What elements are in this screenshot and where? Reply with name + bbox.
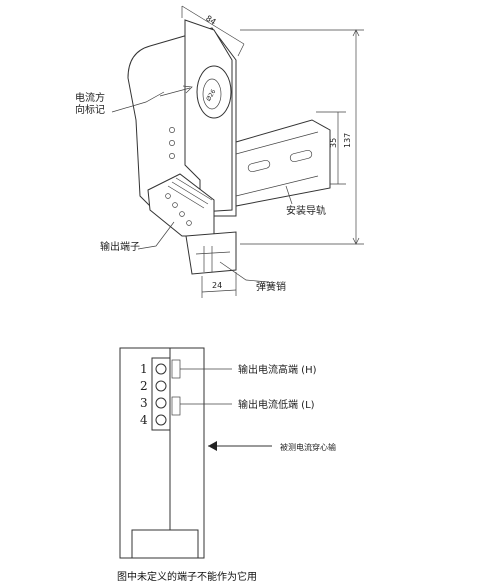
indicator-circle-1: [169, 127, 175, 133]
label-wire: 被测电流穿心输: [280, 442, 336, 452]
terminal-ridges: [167, 177, 213, 209]
dim-ext-bottom: [201, 272, 237, 298]
label-rail: 安装导轨: [286, 204, 326, 217]
through-hole-inner: [202, 78, 222, 110]
pin-number-3: 3: [140, 396, 148, 410]
dim-ext-height: [240, 29, 364, 245]
dim-ext-width: [181, 6, 245, 57]
pin-number-4: 4: [140, 413, 148, 427]
dim-line-bottom: [201, 289, 237, 293]
terminal-circle-1: [155, 363, 167, 375]
direction-arrow-head: [182, 85, 193, 94]
terminal-circle-2: [155, 380, 167, 392]
pin-number-1: 1: [140, 362, 148, 376]
label-low: 输出电流低端 (L): [238, 398, 315, 411]
terminal-stack: [151, 357, 171, 431]
terminal-circle-4: [155, 414, 167, 426]
label-high: 输出电流高端 (H): [238, 363, 317, 376]
pin-number-2: 2: [140, 379, 148, 393]
terminal-screw-1: [165, 193, 171, 199]
rail-slot-1: [247, 159, 271, 173]
label-direction-line2: 向标记: [75, 103, 105, 116]
terminal-screw-3: [179, 211, 185, 217]
label-terminal: 输出端子: [100, 240, 140, 253]
leader-terminal: [137, 221, 175, 250]
indicator-circle-3: [169, 153, 175, 159]
dim-ext-rail: [316, 111, 346, 185]
sensor-isometric-drawing: 84 Ø26 137 35 24 电流方 向标记 安装导轨 输出端子 弹簧销: [75, 5, 364, 298]
direction-arrow-line: [159, 87, 191, 97]
din-rail-edges: [235, 131, 319, 197]
indicator-circle-2: [169, 140, 175, 146]
leader-rail: [285, 185, 293, 205]
dim-rail-text: 35: [329, 138, 338, 148]
current-arrow-head: [208, 441, 217, 451]
dim-bottom-text: 24: [212, 281, 222, 290]
label-direction-line1: 电流方: [75, 91, 105, 104]
spring-pin-detail: [195, 246, 231, 272]
dim-line-width: [181, 5, 245, 45]
connector-block-2: [171, 396, 181, 416]
leader-direction: [111, 91, 165, 113]
terminal-circle-3: [155, 397, 167, 409]
sensor-base-rect: [131, 529, 199, 559]
label-spring: 弹簧销: [256, 280, 286, 293]
dim-width-text: 84: [204, 14, 217, 27]
dim-height-arrows: [352, 29, 360, 245]
terminal-screw-2: [172, 202, 178, 208]
figure-caption: 图中未定义的端子不能作为它用: [117, 570, 257, 583]
din-rail: [235, 119, 331, 207]
terminal-screw-4: [186, 220, 192, 226]
rail-slot-2: [289, 149, 313, 163]
leader-spring: [219, 261, 269, 283]
dim-height-text: 137: [343, 133, 352, 148]
sensor-wiring-schematic: 1 2 3 4 输出电流高端 (H) 输出电流低端 (L) 被测电流穿心输 图中…: [117, 347, 336, 583]
